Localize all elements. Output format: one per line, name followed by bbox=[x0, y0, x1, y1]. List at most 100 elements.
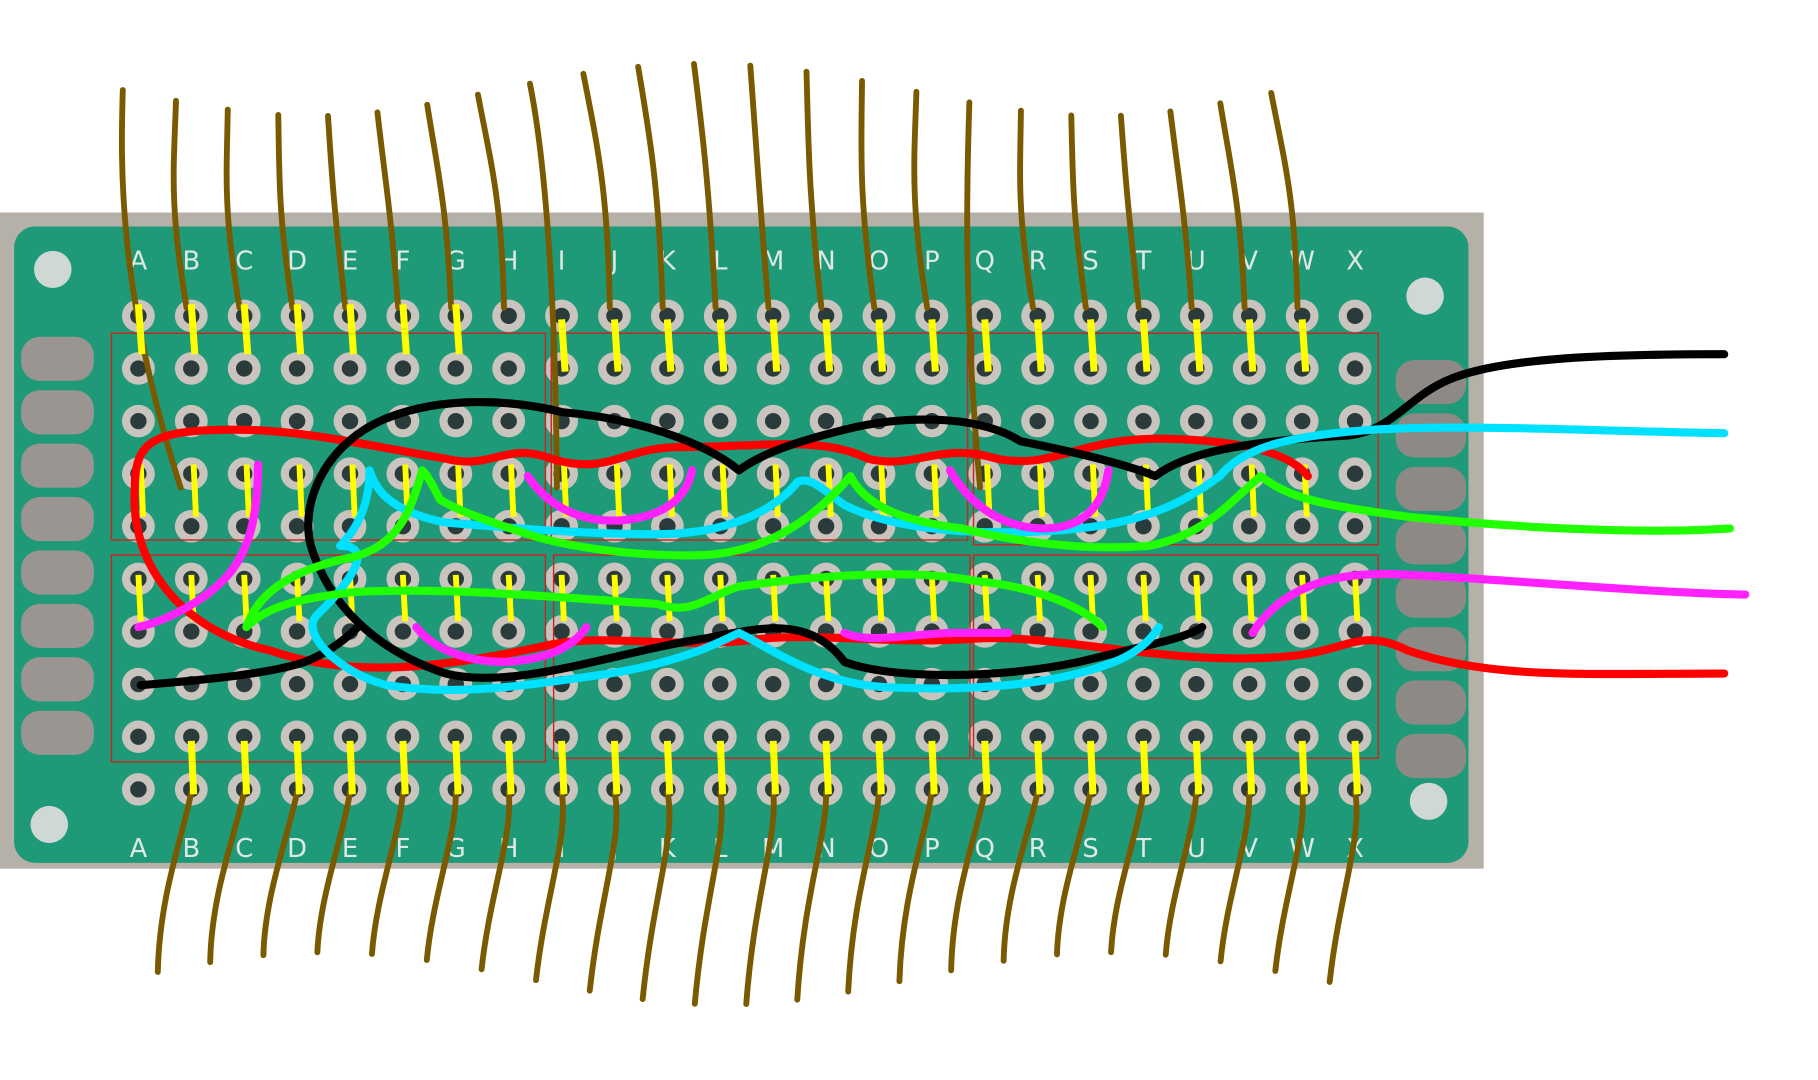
hole bbox=[1188, 675, 1205, 693]
hole bbox=[870, 728, 888, 745]
column-label-bottom: Q bbox=[975, 834, 995, 864]
lead-top bbox=[635, 63, 666, 311]
column-label-top: P bbox=[924, 247, 940, 277]
jumper-mid-lower bbox=[135, 574, 144, 622]
jumper-bottom bbox=[452, 740, 462, 795]
column-label-top: C bbox=[235, 247, 253, 277]
jumper-bottom bbox=[558, 740, 568, 795]
hole bbox=[1029, 307, 1046, 324]
hole bbox=[659, 412, 676, 430]
jumper-bottom bbox=[1192, 740, 1203, 795]
jumper-top bbox=[928, 319, 939, 372]
jumper-bottom bbox=[769, 740, 780, 795]
hole bbox=[923, 307, 941, 324]
edge-pad-left bbox=[21, 550, 94, 595]
jumper-top bbox=[1192, 319, 1204, 372]
edge-pad-right bbox=[1395, 573, 1467, 618]
edge-pad-right bbox=[1395, 466, 1467, 511]
hole bbox=[1346, 360, 1364, 377]
hole bbox=[976, 728, 993, 745]
jumper-top bbox=[769, 319, 781, 372]
jumper-mid-lower bbox=[1193, 574, 1202, 622]
hole bbox=[394, 360, 412, 377]
jumper-mid-upper bbox=[613, 464, 623, 517]
jumper-bottom bbox=[399, 740, 409, 795]
jumper-bottom bbox=[928, 740, 938, 795]
magenta-wire bbox=[134, 460, 1750, 667]
lead-bottom bbox=[1272, 789, 1306, 974]
edge-pad-right bbox=[1395, 520, 1467, 565]
edge-pad-left bbox=[21, 336, 94, 381]
hole bbox=[1346, 518, 1364, 535]
hole bbox=[1188, 728, 1205, 745]
hole bbox=[606, 623, 623, 640]
jumper-mid-lower bbox=[928, 574, 938, 622]
jumper-bottom bbox=[346, 740, 356, 795]
column-label-bottom: R bbox=[1029, 834, 1047, 864]
hole bbox=[712, 675, 729, 693]
hole bbox=[1135, 675, 1152, 693]
column-label-top: J bbox=[609, 247, 619, 277]
hole bbox=[1135, 518, 1152, 535]
jumper-mid-upper bbox=[296, 464, 305, 517]
hole bbox=[1293, 412, 1311, 430]
lead-top bbox=[424, 101, 455, 311]
column-label-top: I bbox=[558, 247, 566, 277]
hole bbox=[1346, 728, 1364, 745]
jumper-top bbox=[610, 319, 622, 372]
lead-bottom bbox=[896, 789, 935, 985]
hole bbox=[817, 412, 835, 430]
hole bbox=[553, 623, 570, 640]
hole bbox=[764, 412, 782, 430]
lead-bottom bbox=[369, 789, 406, 957]
column-label-top: B bbox=[182, 247, 200, 277]
edge-pad-right bbox=[1395, 413, 1467, 458]
lead-top bbox=[911, 88, 931, 311]
lead-top bbox=[170, 97, 190, 311]
edge-pad-left bbox=[21, 603, 94, 648]
column-label-bottom: U bbox=[1187, 834, 1206, 864]
lead-top bbox=[1217, 100, 1248, 311]
column-label-bottom: E bbox=[342, 834, 358, 864]
lead-top bbox=[325, 113, 349, 311]
column-label-bottom: C bbox=[235, 834, 253, 864]
hole bbox=[1082, 728, 1099, 745]
hole bbox=[394, 728, 412, 745]
hole bbox=[288, 675, 306, 693]
hole bbox=[1029, 623, 1046, 640]
hole bbox=[712, 307, 729, 324]
hole bbox=[1346, 675, 1364, 693]
column-label-top: Q bbox=[975, 247, 995, 277]
jumper-mid-lower bbox=[1299, 574, 1308, 622]
lead-bottom bbox=[586, 789, 620, 994]
jumper-top bbox=[346, 304, 358, 355]
hole bbox=[1135, 307, 1152, 324]
edge-pad-left bbox=[21, 443, 94, 488]
lead-top bbox=[1167, 108, 1195, 311]
lead-bottom bbox=[845, 789, 882, 995]
cyan-wire bbox=[308, 423, 1729, 695]
jumper-top bbox=[875, 319, 887, 372]
hole bbox=[1241, 307, 1258, 324]
lead-top bbox=[964, 99, 984, 491]
jumper-top bbox=[452, 304, 463, 355]
jumper-top bbox=[240, 304, 252, 355]
hole bbox=[1346, 623, 1364, 640]
hole bbox=[500, 307, 517, 324]
jumper-top bbox=[399, 304, 410, 355]
lead-top bbox=[691, 61, 719, 311]
lead-top bbox=[1268, 89, 1301, 311]
hole bbox=[764, 728, 782, 745]
lead-bottom bbox=[794, 789, 830, 1003]
lead-bottom bbox=[639, 789, 673, 1003]
column-label-top: D bbox=[287, 247, 307, 277]
hole bbox=[659, 307, 676, 324]
jumper-top bbox=[1245, 319, 1257, 372]
yellow-jumpers bbox=[134, 304, 1361, 795]
hole bbox=[447, 412, 465, 430]
jumper-mid-upper bbox=[931, 464, 940, 517]
hole bbox=[235, 675, 253, 693]
hole bbox=[1293, 623, 1311, 640]
